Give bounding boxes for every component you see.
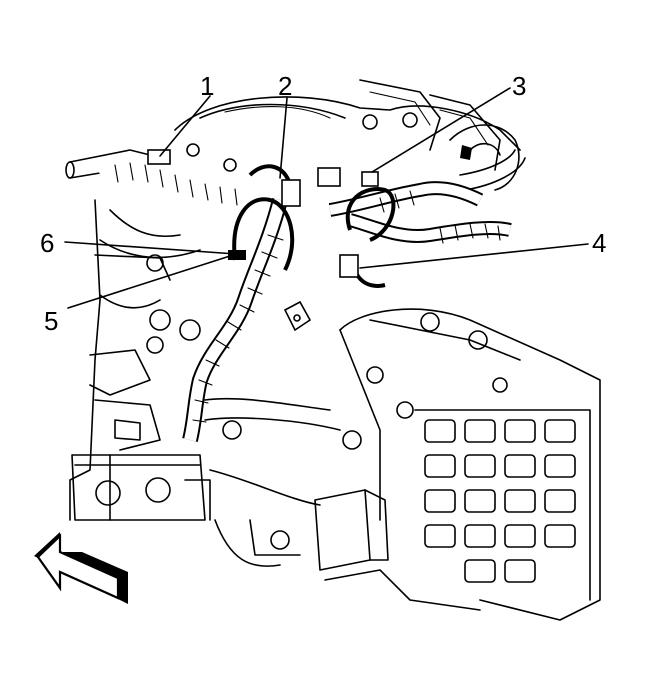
leader-lines bbox=[64, 87, 589, 309]
callout-6: 6 bbox=[40, 228, 54, 258]
callout-2: 2 bbox=[278, 71, 292, 101]
callout-4: 4 bbox=[592, 228, 606, 258]
wiring-harness-drawing bbox=[98, 149, 512, 442]
front-direction-arrow-icon bbox=[34, 532, 128, 604]
callout-1: 1 bbox=[200, 71, 214, 101]
transmission-drawing bbox=[314, 308, 601, 621]
callout-5: 5 bbox=[44, 306, 58, 336]
callout-3: 3 bbox=[512, 71, 526, 101]
callouts: 1 2 3 4 5 6 bbox=[40, 71, 606, 336]
